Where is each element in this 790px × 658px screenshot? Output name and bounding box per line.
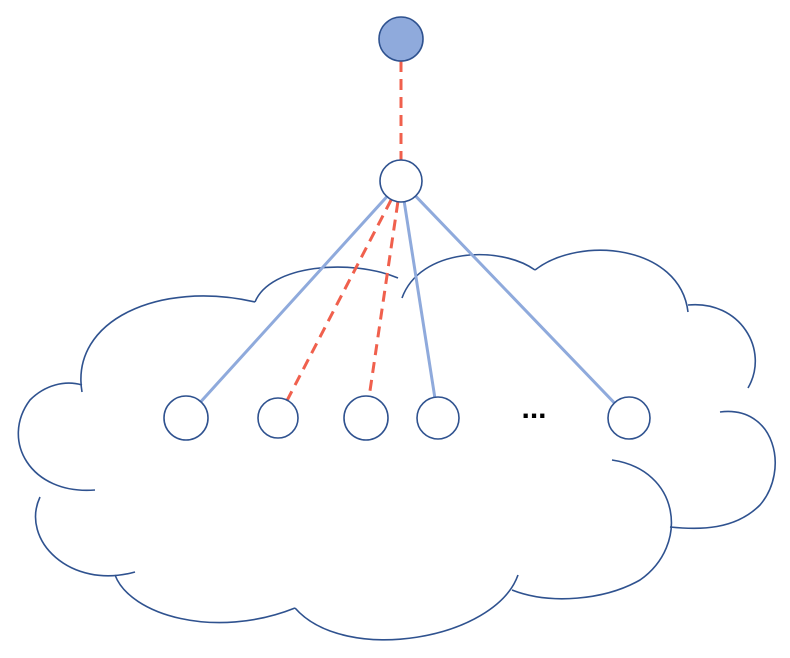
solid-edge bbox=[414, 195, 616, 404]
solid-edge bbox=[199, 195, 389, 403]
hub-node bbox=[379, 159, 423, 203]
dashed-edge bbox=[285, 198, 393, 401]
solid-edge bbox=[402, 201, 437, 398]
leaf-node bbox=[343, 395, 389, 441]
more-nodes-ellipsis: ... bbox=[521, 392, 546, 425]
leaf-node bbox=[607, 396, 651, 440]
dashed-edge bbox=[367, 201, 400, 397]
nodes bbox=[163, 16, 651, 441]
leaf-node bbox=[257, 397, 299, 439]
root-node bbox=[378, 16, 424, 62]
leaf-node bbox=[163, 395, 209, 441]
edges bbox=[199, 61, 616, 404]
cloud-shape bbox=[17, 249, 776, 641]
leaf-node bbox=[416, 396, 460, 440]
